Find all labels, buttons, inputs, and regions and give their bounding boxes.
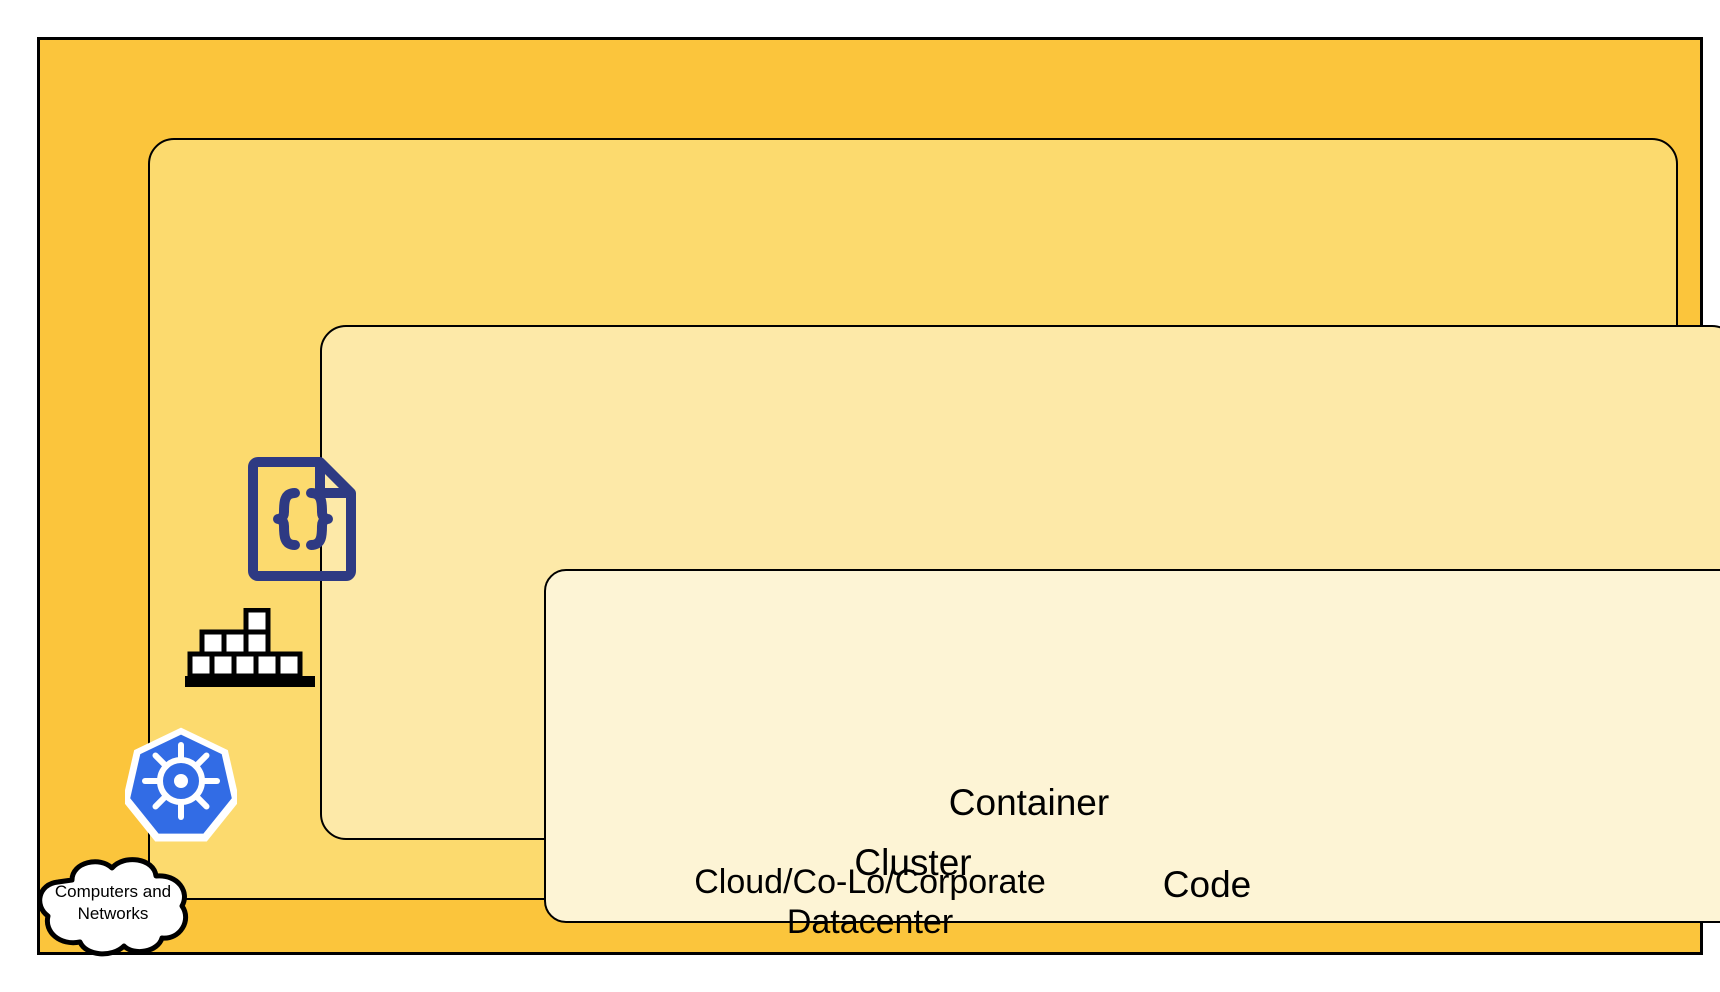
container-stack-icon (185, 608, 315, 690)
layer-cluster[interactable]: Code Container Cluster (148, 138, 1720, 923)
layer-label-cluster: Cluster (854, 842, 972, 884)
layer-label-datacenter: Cloud/Co-Lo/Corporate Datacenter (694, 862, 1046, 941)
layer-container[interactable]: Code Container (320, 325, 1720, 923)
callout-label: Computers and Networks (54, 882, 172, 923)
code-document-icon (248, 457, 356, 581)
layer-datacenter[interactable]: Code Container Cluster Cloud/Co-Lo/Corpo… (37, 37, 1720, 955)
layer-label-code: Code (1162, 864, 1252, 906)
layer-code[interactable]: Code (544, 569, 1720, 923)
kubernetes-icon (125, 720, 237, 842)
layer-label-container: Container (948, 782, 1110, 824)
computers-and-networks-callout[interactable]: Computers and Networks (32, 852, 194, 958)
cloud-icon (37, 857, 189, 957)
